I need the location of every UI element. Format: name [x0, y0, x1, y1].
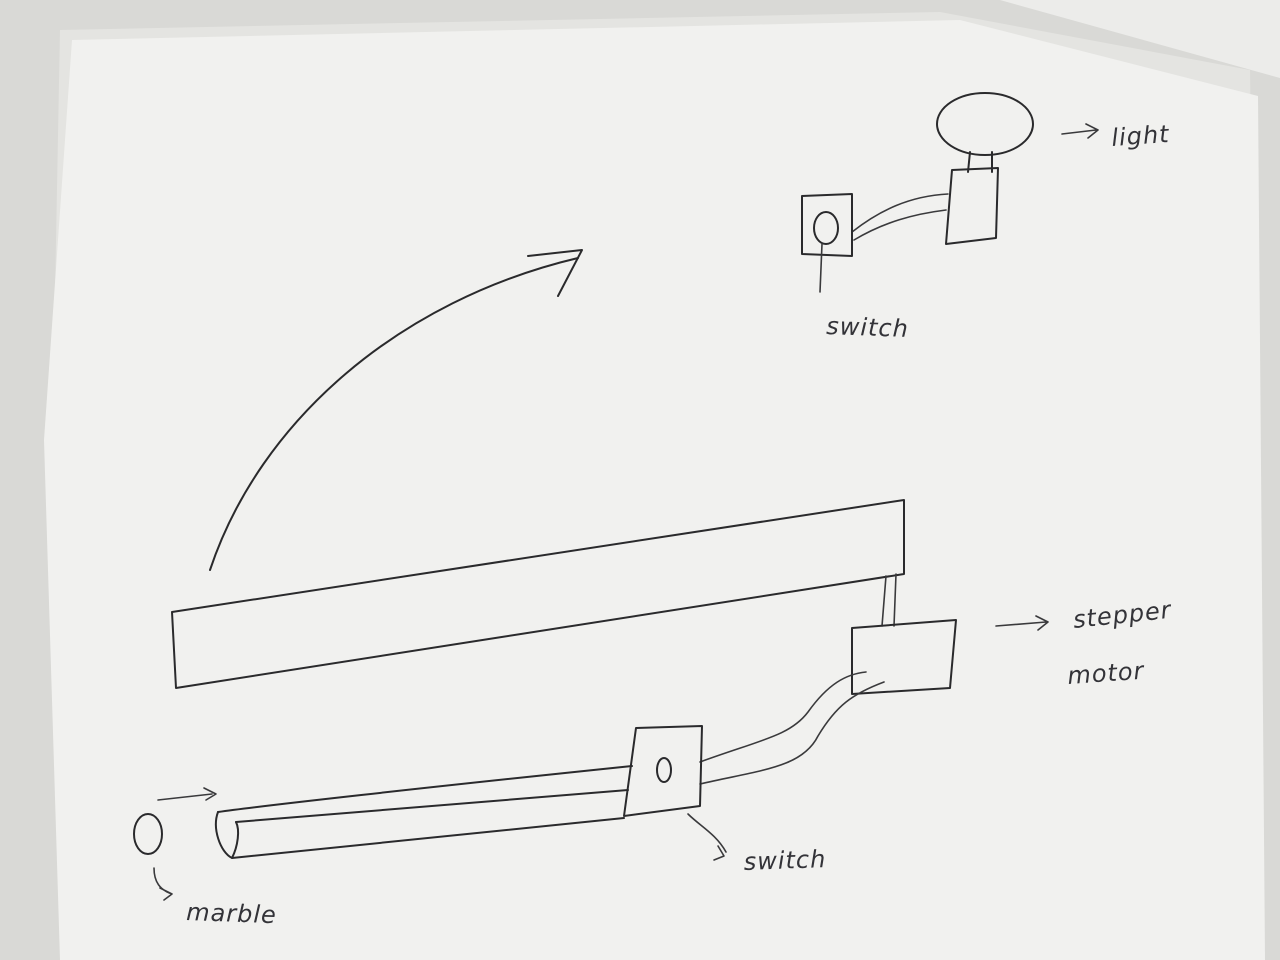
light-label: light [1110, 120, 1171, 152]
paper-sheet [44, 20, 1265, 960]
top-switch-label: switch [826, 312, 910, 343]
stepper-label-line2: motor [1066, 657, 1146, 690]
bottom-switch-label: switch [743, 845, 827, 876]
marble-label: marble [186, 898, 278, 929]
